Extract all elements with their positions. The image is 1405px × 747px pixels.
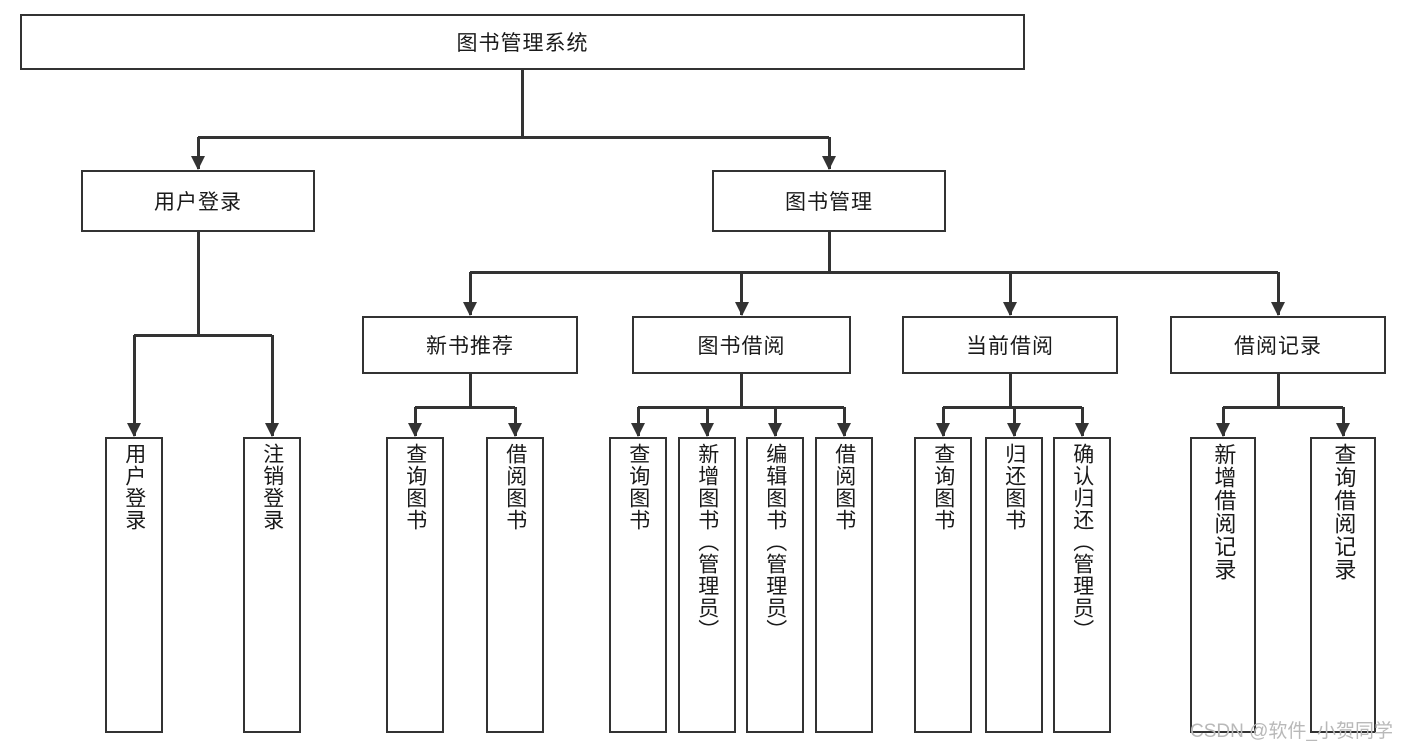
node-label: 查询图书 bbox=[403, 443, 427, 531]
connector-to-leaf-return-book bbox=[1012, 407, 1016, 436]
node-leaf-user-logout[interactable]: 注销登录 bbox=[243, 437, 301, 733]
node-new-book-recommend[interactable]: 新书推荐 bbox=[362, 316, 578, 374]
connector-to-current-borrow bbox=[1008, 272, 1012, 315]
connector-to-leaf-confirm-return bbox=[1080, 407, 1084, 436]
connector-bus-borrow-record bbox=[1223, 405, 1343, 409]
arrowhead-leaf-borrow-book-1 bbox=[508, 423, 522, 437]
connector-to-new-book-recommend bbox=[468, 272, 472, 315]
node-label: 查询图书 bbox=[626, 443, 650, 531]
connector-root-to-user-login bbox=[196, 137, 200, 169]
node-label: 编辑图书（管理员） bbox=[763, 443, 787, 641]
node-leaf-query-book-borrow[interactable]: 查询图书 bbox=[609, 437, 667, 733]
connector-to-leaf-query-book-1 bbox=[413, 407, 417, 436]
connector-stem-new-book-recommend bbox=[468, 374, 472, 407]
connector-bus-new-book-recommend bbox=[415, 405, 515, 409]
node-label: 新增图书（管理员） bbox=[695, 443, 719, 641]
node-label: 查询借阅记录 bbox=[1331, 443, 1357, 581]
arrowhead-leaf-edit-book bbox=[768, 423, 782, 437]
connector-bus-user-login bbox=[134, 333, 272, 337]
node-label: 新增借阅记录 bbox=[1211, 443, 1237, 581]
connector-to-leaf-query-book-3 bbox=[941, 407, 945, 436]
node-current-borrow[interactable]: 当前借阅 bbox=[902, 316, 1118, 374]
arrowhead-leaf-add-record bbox=[1216, 423, 1230, 437]
arrowhead-leaf-query-book-1 bbox=[408, 423, 422, 437]
arrowhead-book-borrow bbox=[734, 302, 749, 316]
arrowhead-leaf-user-logout bbox=[265, 423, 279, 437]
node-leaf-query-book-current[interactable]: 查询图书 bbox=[914, 437, 972, 733]
node-leaf-confirm-return-admin[interactable]: 确认归还（管理员） bbox=[1053, 437, 1111, 733]
node-root-system[interactable]: 图书管理系统 bbox=[20, 14, 1025, 70]
node-leaf-borrow-book-recommend[interactable]: 借阅图书 bbox=[486, 437, 544, 733]
node-label: 图书管理系统 bbox=[456, 32, 589, 55]
connector-root-stem bbox=[521, 70, 524, 137]
node-book-borrow[interactable]: 图书借阅 bbox=[632, 316, 851, 374]
connector-to-leaf-edit-book bbox=[773, 407, 777, 436]
connector-stem-current-borrow bbox=[1008, 374, 1012, 407]
connector-to-leaf-add-record bbox=[1221, 407, 1225, 436]
node-leaf-query-borrow-record[interactable]: 查询借阅记录 bbox=[1310, 437, 1376, 733]
node-leaf-borrow-book[interactable]: 借阅图书 bbox=[815, 437, 873, 733]
arrowhead-book-manage bbox=[822, 156, 836, 170]
node-label: 确认归还（管理员） bbox=[1070, 443, 1094, 641]
arrowhead-leaf-add-book bbox=[700, 423, 714, 437]
connector-to-borrow-record bbox=[1276, 272, 1280, 315]
node-label: 用户登录 bbox=[122, 443, 146, 531]
connector-book-manage-stem bbox=[827, 232, 831, 272]
node-leaf-return-book[interactable]: 归还图书 bbox=[985, 437, 1043, 733]
arrowhead-leaf-user-login bbox=[127, 423, 141, 437]
connector-to-leaf-add-book bbox=[705, 407, 709, 436]
arrowhead-leaf-borrow-book-2 bbox=[837, 423, 851, 437]
node-label: 借阅图书 bbox=[832, 443, 856, 531]
arrowhead-new-book-recommend bbox=[463, 302, 477, 316]
connector-to-leaf-user-logout bbox=[270, 335, 274, 436]
connector-root-bus bbox=[198, 135, 829, 139]
connector-root-to-book-manage bbox=[827, 137, 831, 169]
connector-stem-book-borrow bbox=[740, 374, 743, 407]
node-user-login[interactable]: 用户登录 bbox=[81, 170, 315, 232]
arrowhead-current-borrow bbox=[1003, 302, 1017, 316]
connector-to-leaf-user-login bbox=[132, 335, 136, 436]
node-borrow-record[interactable]: 借阅记录 bbox=[1170, 316, 1386, 374]
arrowhead-borrow-record bbox=[1271, 302, 1285, 316]
node-leaf-query-book-recommend[interactable]: 查询图书 bbox=[386, 437, 444, 733]
node-label: 图书管理 bbox=[785, 191, 873, 214]
node-label: 图书借阅 bbox=[697, 335, 786, 358]
node-label: 注销登录 bbox=[260, 443, 284, 531]
node-leaf-user-login[interactable]: 用户登录 bbox=[105, 437, 163, 733]
connector-to-leaf-query-record bbox=[1341, 407, 1345, 436]
connector-book-manage-bus bbox=[470, 270, 1278, 274]
connector-bus-book-borrow bbox=[638, 405, 844, 409]
node-label: 当前借阅 bbox=[966, 335, 1054, 358]
arrowhead-user-login bbox=[191, 156, 205, 170]
node-leaf-add-borrow-record[interactable]: 新增借阅记录 bbox=[1190, 437, 1256, 733]
node-label: 查询图书 bbox=[931, 443, 955, 531]
watermark-text: CSDN @软件_小贺同学 bbox=[1190, 721, 1393, 742]
arrowhead-leaf-query-book-2 bbox=[631, 423, 645, 437]
node-label: 归还图书 bbox=[1002, 443, 1026, 531]
node-leaf-add-book-admin[interactable]: 新增图书（管理员） bbox=[678, 437, 736, 733]
connector-stem-user-login bbox=[196, 232, 200, 335]
node-label: 借阅图书 bbox=[503, 443, 527, 531]
node-label: 借阅记录 bbox=[1234, 335, 1322, 358]
connector-to-book-borrow bbox=[740, 272, 743, 315]
connector-to-leaf-borrow-book-2 bbox=[842, 407, 846, 436]
node-label: 新书推荐 bbox=[426, 335, 514, 358]
node-book-manage[interactable]: 图书管理 bbox=[712, 170, 946, 232]
arrowhead-leaf-query-record bbox=[1336, 423, 1350, 437]
connector-stem-borrow-record bbox=[1276, 374, 1280, 407]
connector-to-leaf-borrow-book-1 bbox=[513, 407, 517, 436]
arrowhead-leaf-confirm-return bbox=[1075, 423, 1089, 437]
node-label: 用户登录 bbox=[154, 191, 242, 214]
node-leaf-edit-book-admin[interactable]: 编辑图书（管理员） bbox=[746, 437, 804, 733]
arrowhead-leaf-query-book-3 bbox=[936, 423, 950, 437]
connector-to-leaf-query-book-2 bbox=[636, 407, 640, 436]
arrowhead-leaf-return-book bbox=[1007, 423, 1021, 437]
